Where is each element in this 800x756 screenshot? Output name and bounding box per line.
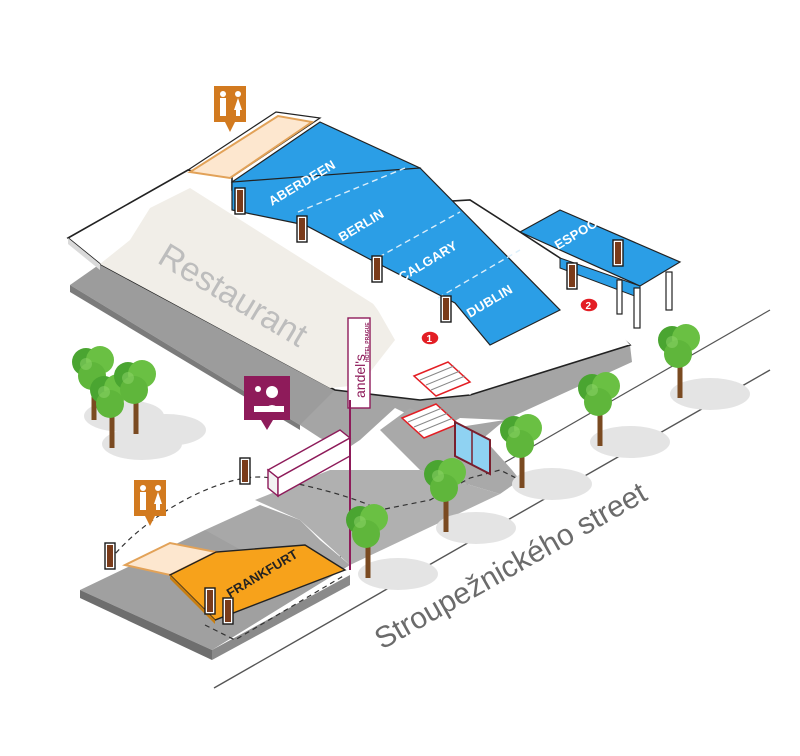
hotel-logo-subtext: HOTEL PRAGUE	[365, 322, 371, 362]
marker-1[interactable]: 1	[420, 330, 440, 346]
main-entrance[interactable]	[454, 420, 491, 476]
restroom-icon	[140, 485, 162, 510]
reception-desk-icon	[254, 386, 284, 412]
room-espoo[interactable]	[518, 209, 682, 287]
svg-text:1: 1	[427, 334, 433, 345]
restroom-pin-upper[interactable]	[214, 86, 246, 132]
tree	[578, 372, 670, 458]
hotel-logo-sign: andel's HOTEL PRAGUE	[347, 317, 371, 570]
reception-pin[interactable]	[244, 376, 290, 430]
marker-2[interactable]: 2	[579, 297, 599, 313]
hotel-logo-text: andel's	[352, 354, 368, 398]
meeting-rooms	[230, 121, 682, 346]
svg-text:2: 2	[586, 301, 592, 312]
staircase	[400, 361, 472, 439]
restroom-icon	[220, 91, 242, 116]
restroom-pin-lower[interactable]	[134, 480, 166, 526]
